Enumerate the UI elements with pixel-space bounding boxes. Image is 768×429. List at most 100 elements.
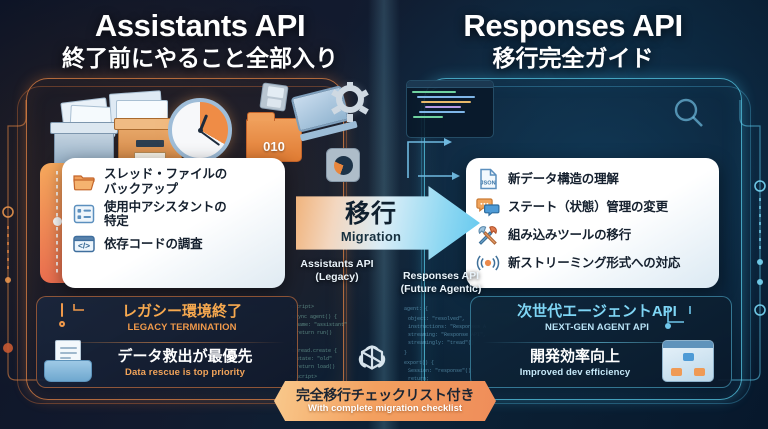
left-title-en: Assistants API bbox=[94, 8, 306, 43]
list-item[interactable]: スレッド・ファイルの バックアップ bbox=[72, 167, 273, 197]
panel-divider bbox=[483, 342, 719, 343]
folder-010-label: 010 bbox=[263, 139, 285, 154]
list-item[interactable]: JSON 新データ構造の理解 bbox=[476, 167, 707, 191]
checklist-badge[interactable]: 完全移行チェックリスト付き With complete migration ch… bbox=[274, 381, 496, 421]
svg-text:agent: {: agent: { bbox=[404, 306, 428, 312]
streaming-icon bbox=[476, 251, 500, 275]
svg-text:name: "assistant": name: "assistant" bbox=[296, 322, 347, 328]
svg-text:async agent() {: async agent() { bbox=[292, 314, 337, 320]
dev-efficiency-icon bbox=[662, 340, 714, 382]
list-item[interactable]: ステート（状態）管理の変更 bbox=[476, 195, 707, 219]
right-checklist-card: JSON 新データ構造の理解 ステート（状態）管理の変更 bbox=[466, 158, 719, 288]
svg-text:</>: </> bbox=[78, 241, 90, 251]
left-summary-row-1: レガシー環境終了 LEGACY TERMINATION bbox=[37, 303, 297, 333]
list-item[interactable]: 使用中アシスタントの 特定 bbox=[72, 200, 273, 230]
left-summary-en-1: LEGACY TERMINATION bbox=[127, 321, 237, 333]
svg-text:<script>: <script> bbox=[290, 304, 314, 310]
code-panel-titlebar bbox=[407, 81, 493, 88]
gear-icon bbox=[331, 82, 369, 122]
left-summary-jp-2: データ救出が最優先 bbox=[117, 348, 253, 365]
list-item-label: 依存コードの調査 bbox=[104, 236, 203, 251]
code-window-icon: </> bbox=[72, 232, 96, 256]
data-rescue-icon bbox=[44, 340, 92, 382]
papers-stack-icon-2 bbox=[69, 104, 117, 138]
left-checklist-card: スレッド・ファイルの バックアップ 使用中アシスタントの 特定 bbox=[62, 158, 285, 288]
clock-hour-hand bbox=[198, 114, 209, 133]
svg-text:object: "resolved",: object: "resolved", bbox=[408, 316, 465, 322]
tools-icon bbox=[476, 223, 500, 247]
box-label-tag bbox=[136, 140, 164, 147]
json-file-icon: JSON bbox=[476, 167, 500, 191]
right-summary-en-1: NEXT-GEN AGENT API bbox=[544, 321, 650, 333]
list-item-label: 新データ構造の理解 bbox=[508, 171, 619, 186]
list-item-label: 使用中アシスタントの 特定 bbox=[104, 199, 227, 229]
background-code-right: agent: { object: "resolved", instruction… bbox=[404, 306, 486, 382]
left-summary-jp-1: レガシー環境終了 bbox=[121, 303, 242, 320]
badge-label-en: With complete migration checklist bbox=[307, 403, 463, 415]
archive-box-orange-flap bbox=[114, 118, 186, 130]
svg-text:return run(): return run() bbox=[296, 330, 332, 336]
archive-box-gray-lid bbox=[50, 122, 118, 134]
gauge-dial-icon bbox=[326, 148, 360, 182]
panel-divider bbox=[49, 342, 285, 343]
chat-bubble-icon bbox=[476, 195, 500, 219]
svg-text:return;: return; bbox=[408, 376, 429, 382]
list-item-label: スレッド・ファイルの バックアップ bbox=[104, 167, 228, 196]
svg-text:</script>: </script> bbox=[290, 374, 317, 380]
dev-icon-titlebar bbox=[663, 341, 713, 348]
code-panel-top-left bbox=[406, 80, 494, 138]
list-item-label: ステート（状態）管理の変更 bbox=[508, 199, 668, 214]
left-title-jp: 終了前にやること全部入り bbox=[62, 44, 338, 71]
clock-icon bbox=[168, 98, 232, 162]
papers-stack-icon-3 bbox=[108, 90, 164, 128]
svg-text:thread.create {: thread.create { bbox=[292, 348, 337, 354]
rescue-tray bbox=[44, 360, 92, 382]
svg-text:streamingly: "tread"(): streamingly: "tread"() bbox=[408, 340, 474, 346]
right-summary-en-2: Improved dev efficiency bbox=[519, 366, 631, 378]
left-summary-row-2: データ救出が最優先 Data rescue is top priority bbox=[37, 348, 297, 378]
migration-label-en: Migration bbox=[340, 229, 402, 244]
checklist-icon bbox=[72, 202, 96, 226]
migration-arrow: 移行 Migration bbox=[296, 186, 480, 260]
list-item[interactable]: 組み込みツールの移行 bbox=[476, 223, 707, 247]
list-item[interactable]: </> 依存コードの調査 bbox=[72, 232, 273, 256]
right-summary-jp-1: 次世代エージェントAPI bbox=[517, 303, 677, 320]
floppy-disk-icon bbox=[259, 82, 289, 112]
left-summary-en-2: Data rescue is top priority bbox=[125, 366, 245, 378]
papers-stack-icon-4 bbox=[116, 100, 168, 132]
alert-circuit-icon bbox=[59, 303, 84, 327]
svg-text:streaming: "Response API",: streaming: "Response API", bbox=[408, 332, 486, 338]
folder-icon bbox=[72, 170, 96, 194]
svg-text:JSON: JSON bbox=[480, 181, 495, 187]
papers-stack-icon bbox=[60, 97, 110, 133]
svg-text:export() {: export() { bbox=[404, 360, 434, 366]
folder-010-icon: 010 bbox=[246, 112, 302, 162]
svg-text:state: "old": state: "old" bbox=[296, 356, 332, 362]
svg-text:}: } bbox=[404, 350, 407, 356]
right-title-en: Responses API bbox=[463, 8, 683, 43]
search-icon bbox=[674, 98, 703, 127]
clock-minute-hand bbox=[199, 130, 221, 147]
left-title-block: Assistants API 終了前にやること全部入り bbox=[40, 8, 360, 71]
svg-text:return load(): return load() bbox=[296, 364, 335, 370]
future-api-label: Responses API (Future Agentic) bbox=[400, 270, 482, 295]
flow-arrows-decoration bbox=[407, 138, 460, 180]
right-summary-row-1: 次世代エージェントAPI NEXT-GEN AGENT API bbox=[471, 303, 731, 333]
right-summary-row-2: 開発効率向上 Improved dev efficiency bbox=[471, 348, 731, 378]
laptop-screen bbox=[290, 85, 350, 133]
list-item-label: 新ストリーミング形式への対応 bbox=[508, 255, 681, 270]
badge-label-jp: 完全移行チェックリスト付き bbox=[295, 386, 475, 403]
svg-text:instructions: "Responses API",: instructions: "Responses API", bbox=[408, 324, 486, 330]
accent-active-dot bbox=[52, 217, 62, 226]
laptop-icon bbox=[290, 84, 360, 148]
right-circuit-node-icon bbox=[665, 306, 691, 329]
right-summary-jp-2: 開発効率向上 bbox=[529, 348, 620, 365]
list-item-label: 組み込みツールの移行 bbox=[508, 227, 632, 242]
svg-text:Session: "response"();: Session: "response"(); bbox=[408, 368, 474, 374]
list-item[interactable]: 新ストリーミング形式への対応 bbox=[476, 251, 707, 275]
laptop-base bbox=[299, 120, 358, 142]
migration-label-jp: 移行 bbox=[344, 200, 397, 228]
openai-logo bbox=[358, 345, 386, 370]
right-title-jp: 移行完全ガイド bbox=[492, 44, 654, 71]
